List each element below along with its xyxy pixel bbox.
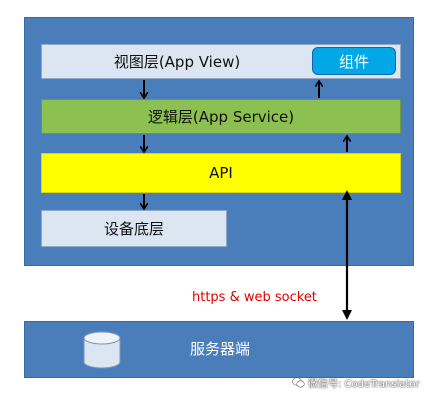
database-icon	[83, 331, 121, 369]
device-layer: 设备底层	[41, 210, 227, 247]
watermark: 微信号: CodeTranslator	[292, 374, 432, 390]
component-box: 组件	[312, 47, 396, 75]
protocol-label: https & web socket	[192, 290, 317, 305]
logic-layer: 逻辑层(App Service)	[41, 99, 401, 134]
view-layer-label: 视图层(App View)	[113, 53, 241, 71]
api-layer: API	[41, 153, 401, 193]
watermark-text: 微信号: CodeTranslator	[308, 378, 420, 390]
server-label: 服务器端	[189, 339, 250, 358]
wechat-icon	[292, 376, 305, 388]
